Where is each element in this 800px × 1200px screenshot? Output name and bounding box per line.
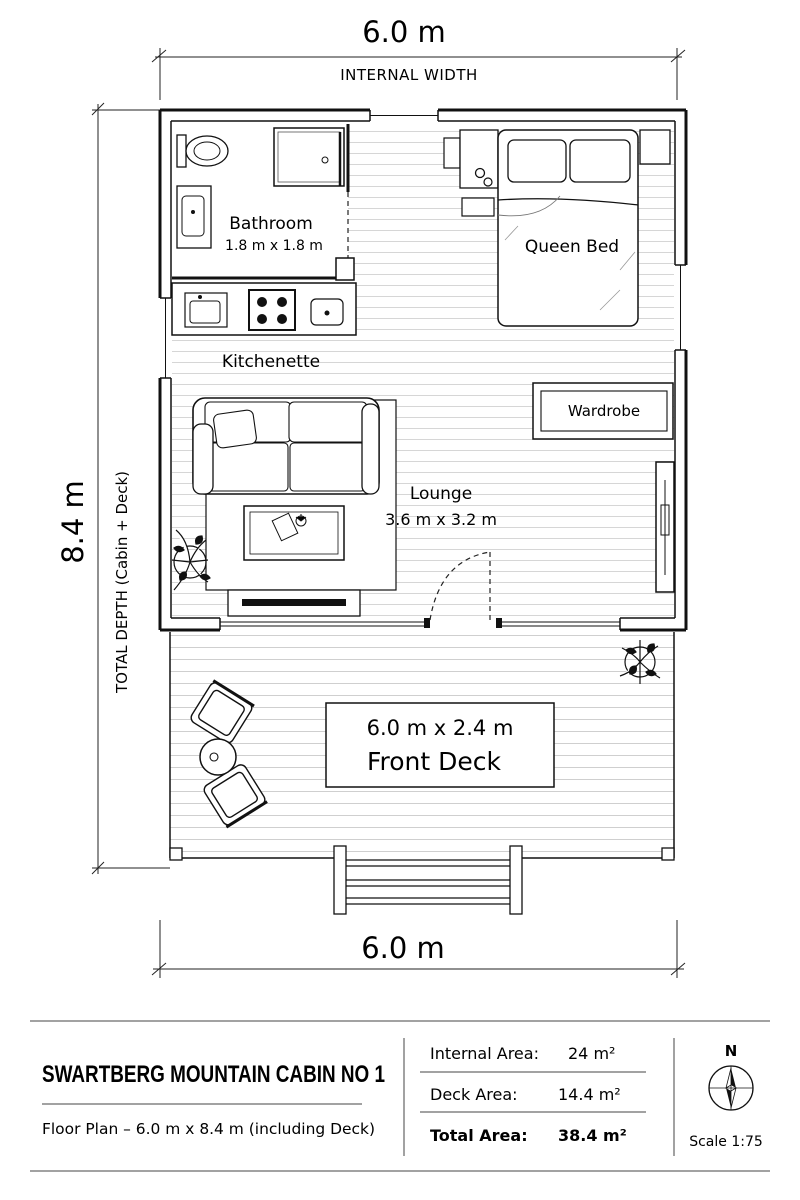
north-compass-icon bbox=[708, 1065, 754, 1111]
total-depth-label: TOTAL DEPTH (Cabin + Deck) bbox=[113, 471, 131, 694]
lounge-size: 3.6 m x 3.2 m bbox=[385, 510, 497, 529]
floor-plan-subtitle: Floor Plan – 6.0 m x 8.4 m (including De… bbox=[42, 1120, 375, 1138]
bottom-dimension bbox=[151, 920, 686, 978]
deck-name: Front Deck bbox=[367, 747, 502, 776]
deck-side-table bbox=[199, 738, 237, 776]
plant-lounge-icon bbox=[171, 529, 211, 591]
kitchen-sink-icon bbox=[184, 292, 228, 328]
north-label: N bbox=[725, 1042, 738, 1060]
door-swing bbox=[429, 551, 491, 621]
lounge-name: Lounge bbox=[410, 484, 472, 504]
bedside-table-right bbox=[639, 129, 671, 165]
queen-bed bbox=[497, 129, 639, 327]
wardrobe-label: Wardrobe bbox=[568, 402, 640, 420]
top-width-label: INTERNAL WIDTH bbox=[340, 66, 478, 84]
kitchenette-counter bbox=[171, 282, 357, 336]
deck-chair-top bbox=[190, 679, 255, 744]
top-dimension bbox=[151, 48, 686, 100]
internal-area-value: 24 m² bbox=[568, 1044, 615, 1063]
kitchenette-label: Kitchenette bbox=[222, 352, 320, 372]
deck-steps bbox=[333, 845, 523, 915]
cooktop-icon bbox=[248, 289, 296, 331]
deck-area-value: 14.4 m² bbox=[558, 1085, 621, 1104]
coffee-table bbox=[243, 505, 345, 561]
shower-icon bbox=[273, 127, 345, 187]
bottom-width-value: 6.0 m bbox=[361, 931, 445, 965]
deck-chair-bottom bbox=[203, 764, 268, 829]
toilet-icon bbox=[176, 134, 187, 168]
bathroom bbox=[172, 124, 355, 281]
cabin-walls bbox=[158, 108, 688, 632]
side-dimension bbox=[91, 102, 170, 875]
top-width-value: 6.0 m bbox=[362, 15, 446, 49]
queen-bed-label: Queen Bed bbox=[525, 237, 619, 257]
total-depth-value: 8.4 m bbox=[56, 480, 90, 564]
wardrobe bbox=[532, 382, 674, 440]
total-area-label: Total Area: bbox=[430, 1126, 528, 1145]
cabin-title: SWARTBERG MOUNTAIN CABIN NO 1 bbox=[42, 1061, 385, 1088]
front-deck-label-box bbox=[325, 702, 555, 788]
deck-edges bbox=[169, 632, 675, 861]
bedside-table-left bbox=[443, 129, 499, 217]
sofa bbox=[192, 397, 380, 495]
bathroom-name: Bathroom bbox=[229, 214, 313, 234]
tv-cabinet bbox=[655, 461, 675, 593]
title-block-frame bbox=[30, 1020, 770, 1172]
deck-size: 6.0 m x 2.4 m bbox=[367, 716, 514, 740]
scale-label: Scale 1:75 bbox=[689, 1134, 763, 1150]
deck-area-label: Deck Area: bbox=[430, 1085, 518, 1104]
plant-deck-icon bbox=[619, 640, 661, 684]
total-area-value: 38.4 m² bbox=[558, 1126, 627, 1145]
bathroom-size: 1.8 m x 1.8 m bbox=[225, 238, 323, 254]
tv-unit bbox=[227, 589, 361, 617]
internal-area-label: Internal Area: bbox=[430, 1044, 539, 1063]
